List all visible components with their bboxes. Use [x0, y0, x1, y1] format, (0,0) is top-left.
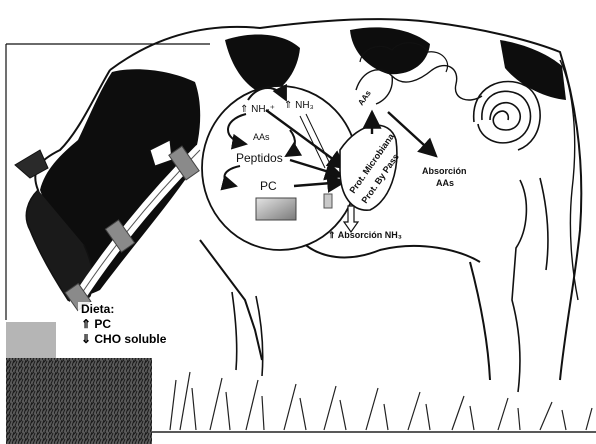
label-absorcion-nh3: ⇑ Absorción NH₃ [328, 230, 402, 240]
label-aas-intestine: AAs [356, 88, 373, 107]
pasture-grass [170, 372, 592, 430]
diet-line-cho: ⇓ CHO soluble [81, 332, 166, 347]
rumen-feed-patch [256, 198, 296, 220]
label-nh3: ⇑ NH₃ [284, 100, 314, 111]
label-absorcion-aas-line2: AAs [436, 178, 454, 188]
photo-grass-swatch [6, 358, 152, 444]
label-peptidos: Peptidos [236, 151, 283, 165]
diet-line-pc: ⇑ PC [81, 317, 166, 332]
diet-box: Dieta: ⇑ PC ⇓ CHO soluble [78, 302, 169, 347]
omasum-marker [324, 194, 332, 208]
spiral-colon [474, 82, 540, 151]
photo-hay-swatch [6, 322, 56, 360]
diet-title: Dieta: [81, 302, 166, 317]
label-nh4: ⇑ NH₄⁺ [240, 104, 275, 115]
cow-ear-left [15, 150, 48, 178]
label-pc-rumen: PC [260, 179, 277, 193]
small-intestine-coils [356, 66, 482, 104]
label-aas-rumen: AAs [253, 132, 270, 142]
label-absorcion-aas-line1: Absorción [422, 166, 467, 176]
cow-black-patch-back [350, 27, 430, 74]
rumen-outline [202, 86, 358, 250]
cow-hind-leg [512, 178, 548, 392]
